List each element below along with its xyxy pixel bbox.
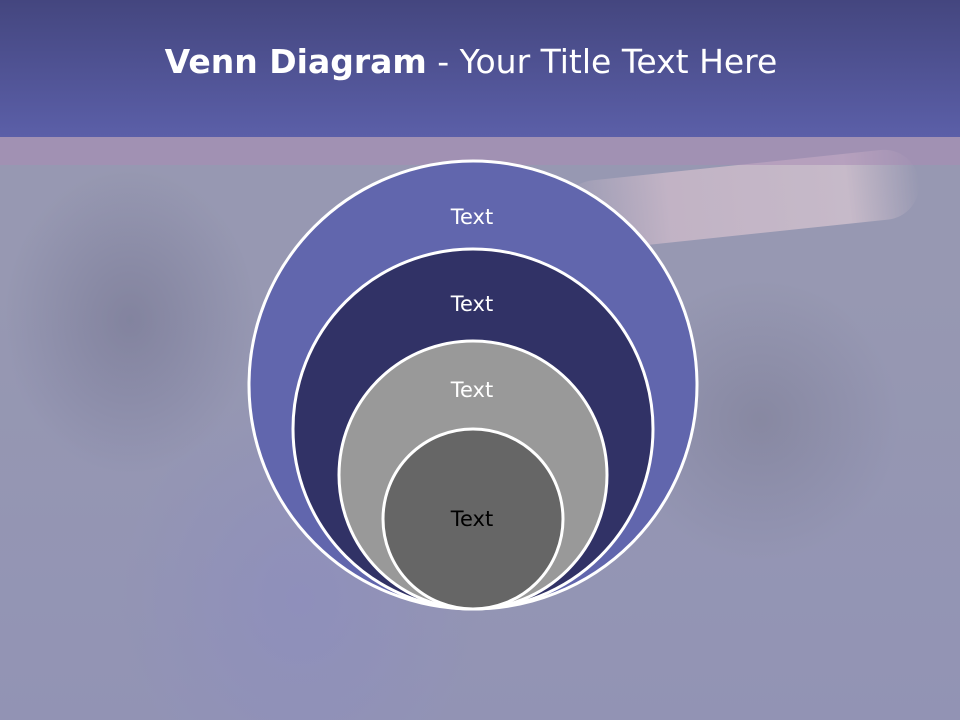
slide-title-bold: Venn Diagram: [164, 42, 427, 81]
ring-4-label: Text: [450, 507, 493, 531]
slide-title[interactable]: Venn Diagram - Your Title Text Here: [0, 40, 942, 84]
ring-3-label: Text: [450, 378, 493, 402]
title-bar: [0, 0, 960, 137]
ring-4[interactable]: Text: [381, 427, 565, 611]
ring-1-label: Text: [450, 205, 493, 229]
ring-4-circle: [381, 427, 565, 611]
ring-2-label: Text: [450, 292, 493, 316]
slide-title-rest: - Your Title Text Here: [426, 42, 778, 81]
